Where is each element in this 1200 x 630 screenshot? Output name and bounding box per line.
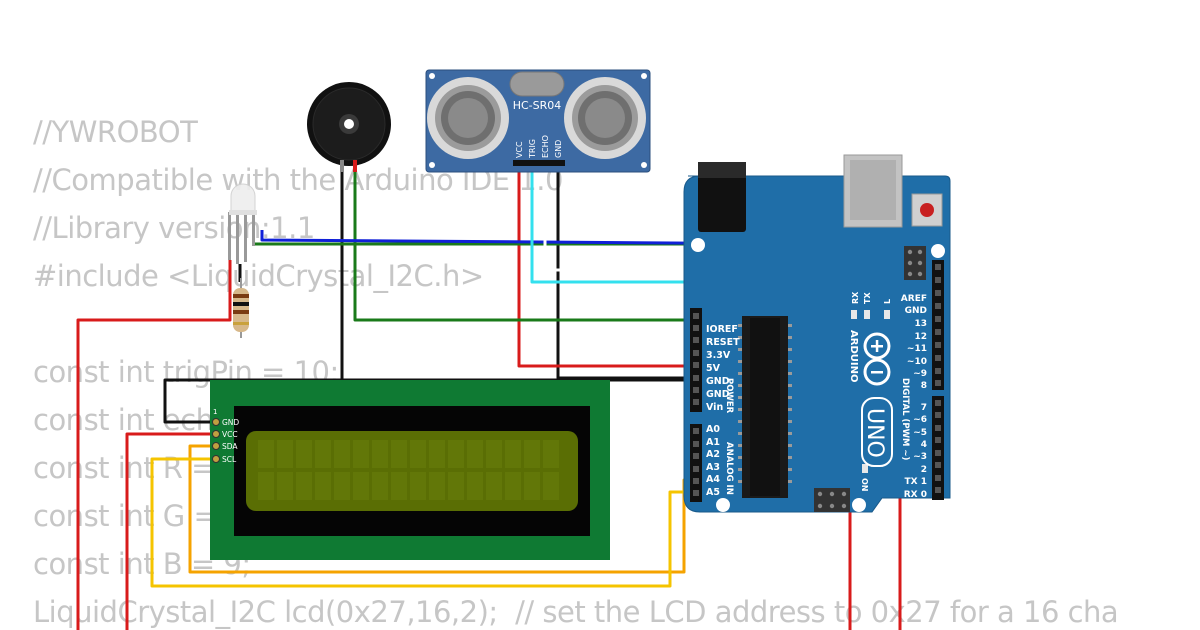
lcd-pin-label: SDA bbox=[222, 442, 238, 451]
power-pin-label: GND bbox=[706, 376, 730, 387]
digital-pin-label: TX 1 bbox=[905, 477, 927, 487]
lcd-pin-label: GND bbox=[222, 418, 239, 427]
arduino-model: UNO bbox=[862, 408, 887, 458]
resistor[interactable] bbox=[233, 278, 249, 338]
analog-pin-label: A5 bbox=[706, 487, 720, 498]
rx-label: RX bbox=[851, 291, 860, 304]
arduino-uno-board[interactable]: IOREF RESET 3.3V 5V GND GND Vin POWER A0… bbox=[683, 154, 951, 513]
icsp-header-top bbox=[904, 246, 926, 280]
microcontroller-chip bbox=[742, 316, 788, 498]
wire-sensor-gnd[interactable] bbox=[556, 165, 698, 380]
digital-pin-label: RX 0 bbox=[904, 490, 927, 500]
analog-header-label: ANALOG IN bbox=[724, 442, 734, 495]
digital-pin-label: ~3 bbox=[913, 452, 927, 462]
digital-pin-label: 8 bbox=[921, 381, 927, 391]
lcd-display[interactable]: 1 GND VCC SDA SCL bbox=[210, 380, 610, 560]
digital-pin-label: 7 bbox=[921, 403, 927, 413]
wire-lcd-vcc[interactable] bbox=[125, 432, 218, 630]
code-line: //Library version:1.1 bbox=[33, 211, 315, 245]
wire-sensor-vcc[interactable] bbox=[517, 165, 698, 368]
wire-led-r[interactable] bbox=[76, 260, 232, 630]
sensor-pin-label: ECHO bbox=[541, 135, 550, 158]
power-pin-label: GND bbox=[706, 389, 730, 400]
code-line: //Compatible with the Arduino IDE 1.0 bbox=[33, 163, 563, 197]
digital-pin-label: ~9 bbox=[913, 369, 927, 379]
power-jack bbox=[698, 162, 746, 232]
power-pin-label: Vin bbox=[706, 402, 723, 413]
icsp-header-bottom bbox=[814, 488, 850, 512]
digital-pin-label: 2 bbox=[921, 465, 927, 475]
code-line: #include <LiquidCrystal_I2C.h> bbox=[33, 259, 484, 293]
power-pin-label: 5V bbox=[706, 363, 721, 374]
lcd-pin-index: 1 bbox=[213, 408, 217, 416]
sensor-label: HC-SR04 bbox=[513, 99, 562, 112]
tx-label: TX bbox=[863, 292, 872, 304]
digital-pin-label: 12 bbox=[914, 332, 927, 342]
wire-lcd-scl[interactable] bbox=[150, 457, 698, 588]
transducer-left bbox=[427, 77, 509, 159]
piezo-buzzer[interactable] bbox=[307, 82, 391, 172]
code-line: //YWROBOT bbox=[33, 115, 198, 149]
digital-pin-label: ~5 bbox=[913, 428, 927, 438]
power-pin-label: RESET bbox=[706, 337, 740, 348]
power-header-label: POWER bbox=[724, 378, 734, 414]
ultrasonic-sensor[interactable]: HC-SR04 VCC TRIG ECHO GND bbox=[425, 69, 651, 173]
analog-pin-label: A3 bbox=[706, 462, 720, 473]
uno-badge bbox=[861, 397, 893, 467]
rgb-led[interactable] bbox=[228, 183, 257, 264]
analog-pin-label: A4 bbox=[706, 474, 720, 485]
chip-pins bbox=[738, 324, 792, 483]
digital-pin-label: 4 bbox=[921, 440, 927, 450]
digital-pin-label: ~11 bbox=[907, 344, 927, 354]
code-line: LiquidCrystal_I2C lcd(0x27,16,2); // set… bbox=[33, 595, 1119, 629]
arduino-logo bbox=[863, 332, 891, 386]
lcd-pin-label: SCL bbox=[222, 455, 237, 464]
arduino-brand: ARDUINO bbox=[848, 330, 859, 382]
sensor-header bbox=[513, 160, 565, 166]
lcd-pin-label: VCC bbox=[222, 430, 238, 439]
on-label: ON bbox=[860, 478, 869, 492]
power-pin-label: 3.3V bbox=[706, 350, 731, 361]
digital-pin-label: ~6 bbox=[913, 415, 927, 425]
digital-pin-label: GND bbox=[905, 306, 927, 316]
reset-button[interactable] bbox=[911, 193, 943, 227]
transducer-right bbox=[564, 77, 646, 159]
lcd-pins bbox=[212, 418, 220, 463]
digital-pin-label: ~10 bbox=[907, 357, 927, 367]
digital-pin-label: AREF bbox=[901, 294, 927, 304]
l-label: L bbox=[883, 299, 892, 304]
status-leds bbox=[851, 310, 890, 473]
sensor-pin-label: TRIG bbox=[528, 139, 537, 159]
analog-pin-label: A0 bbox=[706, 424, 720, 435]
digital-header-label: DIGITAL (PWM ~) bbox=[900, 378, 910, 460]
analog-pin-label: A2 bbox=[706, 449, 720, 460]
lcd-char-grid bbox=[258, 440, 559, 500]
analog-pin-label: A1 bbox=[706, 437, 720, 448]
power-header[interactable] bbox=[690, 308, 702, 412]
digital-pin-label: 13 bbox=[914, 319, 927, 329]
power-pin-label: IOREF bbox=[706, 324, 738, 335]
sensor-pin-label: VCC bbox=[515, 141, 524, 158]
sensor-pin-label: GND bbox=[554, 140, 563, 158]
